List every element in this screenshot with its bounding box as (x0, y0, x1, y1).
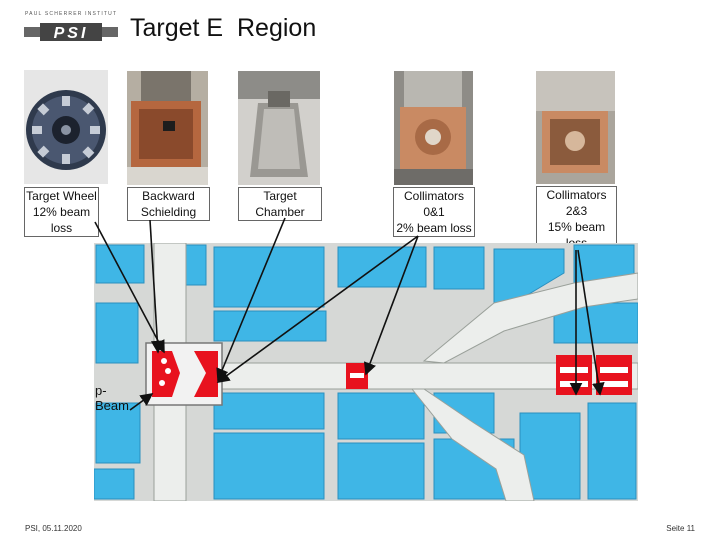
p-beam-label-line2: Beam (95, 398, 129, 413)
beamline-map (94, 243, 638, 501)
caption-line: 15% beam (547, 220, 606, 234)
institute-name: PAUL SCHERRER INSTITUT (25, 11, 118, 17)
backward-shielding-caption: Backward Schielding (127, 187, 210, 221)
svg-text:PSI: PSI (54, 25, 89, 42)
target-wheel-photo (24, 70, 108, 184)
collimators-2-3-caption: Collimators 2&3 15% beam loss (536, 186, 617, 252)
caption-line: Backward (142, 189, 195, 203)
target-chamber-photo (238, 71, 320, 185)
backward-shielding-photo (127, 71, 208, 185)
footer-page-number: Seite 11 (666, 524, 695, 533)
caption-line: Schielding (140, 205, 197, 219)
caption-line: Chamber (255, 205, 305, 219)
caption-line: 2&3 (565, 204, 588, 218)
caption-line: Target (263, 189, 297, 203)
collimators-0-1-photo (394, 71, 473, 185)
caption-line: loss (50, 221, 73, 235)
psi-logo: PSI (24, 21, 118, 43)
collimators-2-3-photo (536, 71, 615, 184)
caption-line: Collimators (403, 189, 464, 203)
caption-line: 0&1 (423, 205, 445, 219)
p-beam-label: p- Beam (95, 383, 129, 413)
caption-line: 2% beam loss (396, 221, 472, 235)
footer-date: PSI, 05.11.2020 (25, 524, 82, 533)
target-wheel-caption: Target Wheel 12% beam loss (24, 187, 99, 237)
caption-line: Target Wheel (26, 189, 97, 203)
caption-line: Collimators (546, 188, 607, 202)
caption-line: 12% beam (32, 205, 91, 219)
target-chamber-caption: Target Chamber (238, 187, 322, 221)
collimators-0-1-caption: Collimators 0&1 2% beam loss (393, 187, 475, 237)
page-title: Target E Region (130, 14, 317, 42)
p-beam-label-line1: p- (95, 383, 107, 398)
